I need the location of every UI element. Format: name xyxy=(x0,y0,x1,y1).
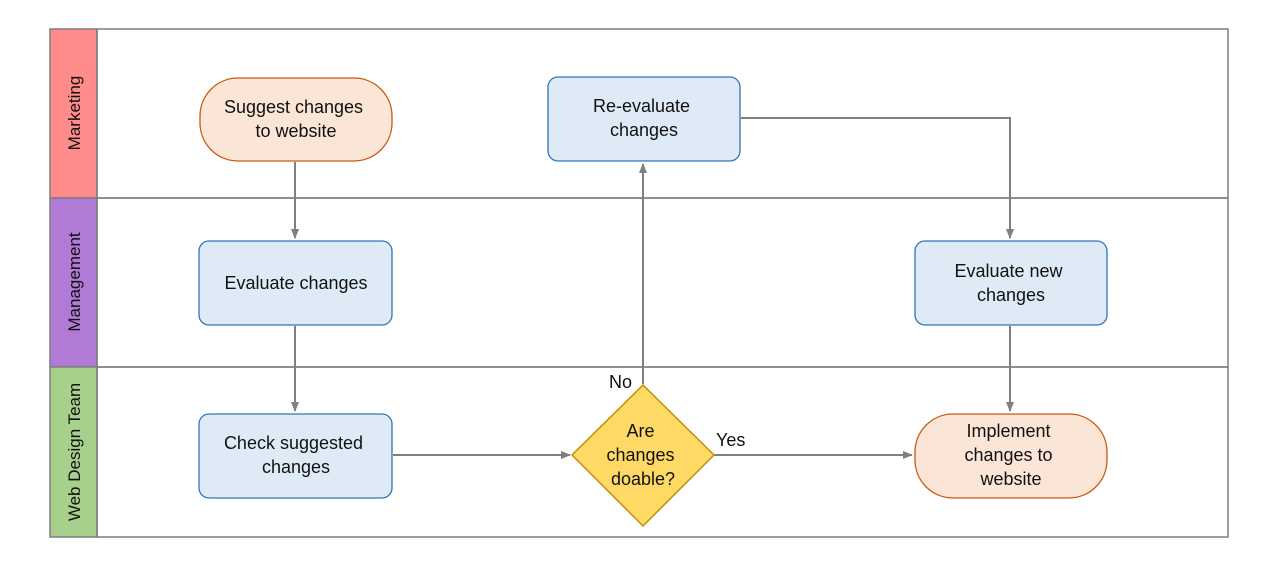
lane-label-marketing: Marketing xyxy=(65,76,84,151)
node-decision-line-1: Are xyxy=(626,421,654,441)
node-suggest-line-1: Suggest changes xyxy=(224,97,363,117)
node-decision-doable xyxy=(570,383,716,528)
svg-text:Are changes doable?: Are changes doable? xyxy=(606,421,679,489)
node-implement-line-3: website xyxy=(979,469,1041,489)
node-implement-line-2: changes to xyxy=(964,445,1052,465)
node-suggest-changes xyxy=(199,77,393,162)
node-evaluate-line-1: Evaluate changes xyxy=(224,273,367,293)
svg-text:Suggest changes to website: Suggest changes to website xyxy=(224,97,368,141)
node-implement-line-1: Implement xyxy=(966,421,1050,441)
node-decision-line-3: doable? xyxy=(611,469,675,489)
lane-header-management xyxy=(49,197,98,368)
node-reevaluate-line-1: Re-evaluate xyxy=(593,96,690,116)
svg-text:Check suggested changes: Check suggested changes xyxy=(224,433,368,477)
node-decision-line-2: changes xyxy=(606,445,674,465)
node-check-suggested-changes xyxy=(198,413,393,499)
lane-label-management: Management xyxy=(65,232,84,332)
svg-text:Evaluate changes: Evaluate changes xyxy=(224,273,367,293)
lane-label-webdesign: Web Design Team xyxy=(65,383,84,521)
svg-text:Re-evaluate changes: Re-evaluate changes xyxy=(593,96,695,140)
node-reevaluate-line-2: changes xyxy=(610,120,678,140)
lane-body-webdesign xyxy=(96,366,1229,538)
edge-label-yes: Yes xyxy=(716,430,745,450)
node-evaluate-new-line-2: changes xyxy=(977,285,1045,305)
node-suggest-line-2: to website xyxy=(255,121,336,141)
svg-text:Implement changes to w: Implement changes to website xyxy=(964,421,1057,489)
node-evaluate-new-line-1: Evaluate new xyxy=(954,261,1063,281)
edge-label-no: No xyxy=(609,372,632,392)
lane-header-webdesign xyxy=(49,366,98,538)
node-check-line-1: Check suggested xyxy=(224,433,363,453)
node-evaluate-changes xyxy=(198,240,393,326)
svg-text:Evaluate new changes: Evaluate new changes xyxy=(954,261,1067,305)
node-evaluate-new-changes xyxy=(914,240,1108,326)
edge-reevaluate-to-evaluate-new xyxy=(741,117,1014,239)
node-reevaluate-changes xyxy=(547,76,741,162)
node-check-line-2: changes xyxy=(262,457,330,477)
node-implement-changes xyxy=(914,413,1108,499)
lane-header-marketing xyxy=(49,28,98,199)
